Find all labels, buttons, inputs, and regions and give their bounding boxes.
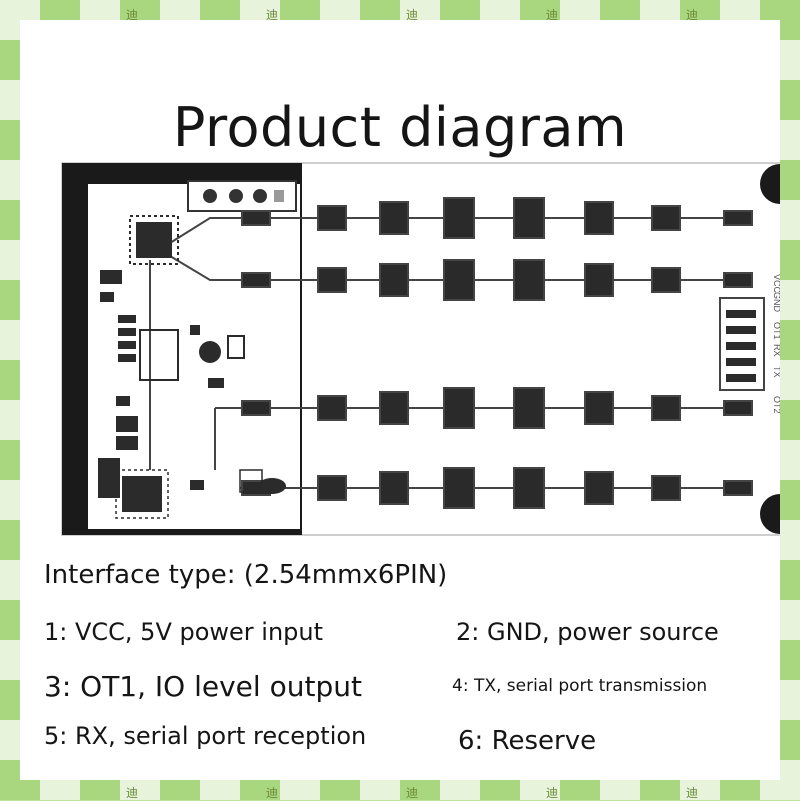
module-label: HLK-LD2451: [66, 315, 81, 390]
page-title: Product diagram: [172, 96, 628, 159]
watermark-glyph: 迪: [126, 8, 139, 22]
pin-label-ot2: OT2: [772, 396, 780, 414]
traces: [149, 217, 242, 470]
pin-label-rx: RX: [772, 344, 780, 357]
watermark-glyph: 迪: [546, 8, 559, 22]
pin-label-gnd: GND: [772, 292, 780, 313]
pin-1-description: 1: VCC, 5V power input: [44, 618, 324, 646]
watermark-glyph: 迪: [406, 786, 419, 800]
pin-3-description: 3: OT1, IO level output: [44, 670, 362, 703]
watermark-glyph: 迪: [126, 786, 139, 800]
watermark-glyph: 迪: [546, 786, 559, 800]
watermark-glyph: 迪: [686, 786, 699, 800]
watermark-glyph: 迪: [406, 8, 419, 22]
regulator-ic: [139, 329, 179, 381]
watermark-glyph: 迪: [686, 8, 699, 22]
pin-label-tx: TX: [772, 366, 780, 378]
pin-2-description: 2: GND, power source: [456, 618, 719, 646]
pin-6-description: 6: Reserve: [458, 726, 597, 756]
watermark-glyph: 迪: [266, 8, 279, 22]
mounting-hole-top: [760, 164, 780, 204]
right-connector: [719, 297, 765, 391]
pin-label-vcc: VCC: [772, 274, 780, 294]
pin-5-description: 5: RX, serial port reception: [44, 722, 367, 750]
pin-4-description: 4: TX, serial port transmission: [452, 676, 708, 696]
pin-label-ot1: OT1: [772, 322, 780, 340]
mcu-chip: [122, 476, 162, 512]
rf-chip: [136, 222, 172, 258]
watermark-glyph: 迪: [266, 786, 279, 800]
pcb-diagram: HLK-LD2451 VCC GND OT1 RX TX OT2: [61, 162, 780, 536]
interface-heading: Interface type: (2.54mmx6PIN): [44, 560, 448, 590]
mounting-hole-bottom: [760, 494, 780, 534]
antenna-rows: [240, 197, 753, 509]
pin-labels: VCC GND OT1 RX TX OT2: [772, 274, 780, 414]
